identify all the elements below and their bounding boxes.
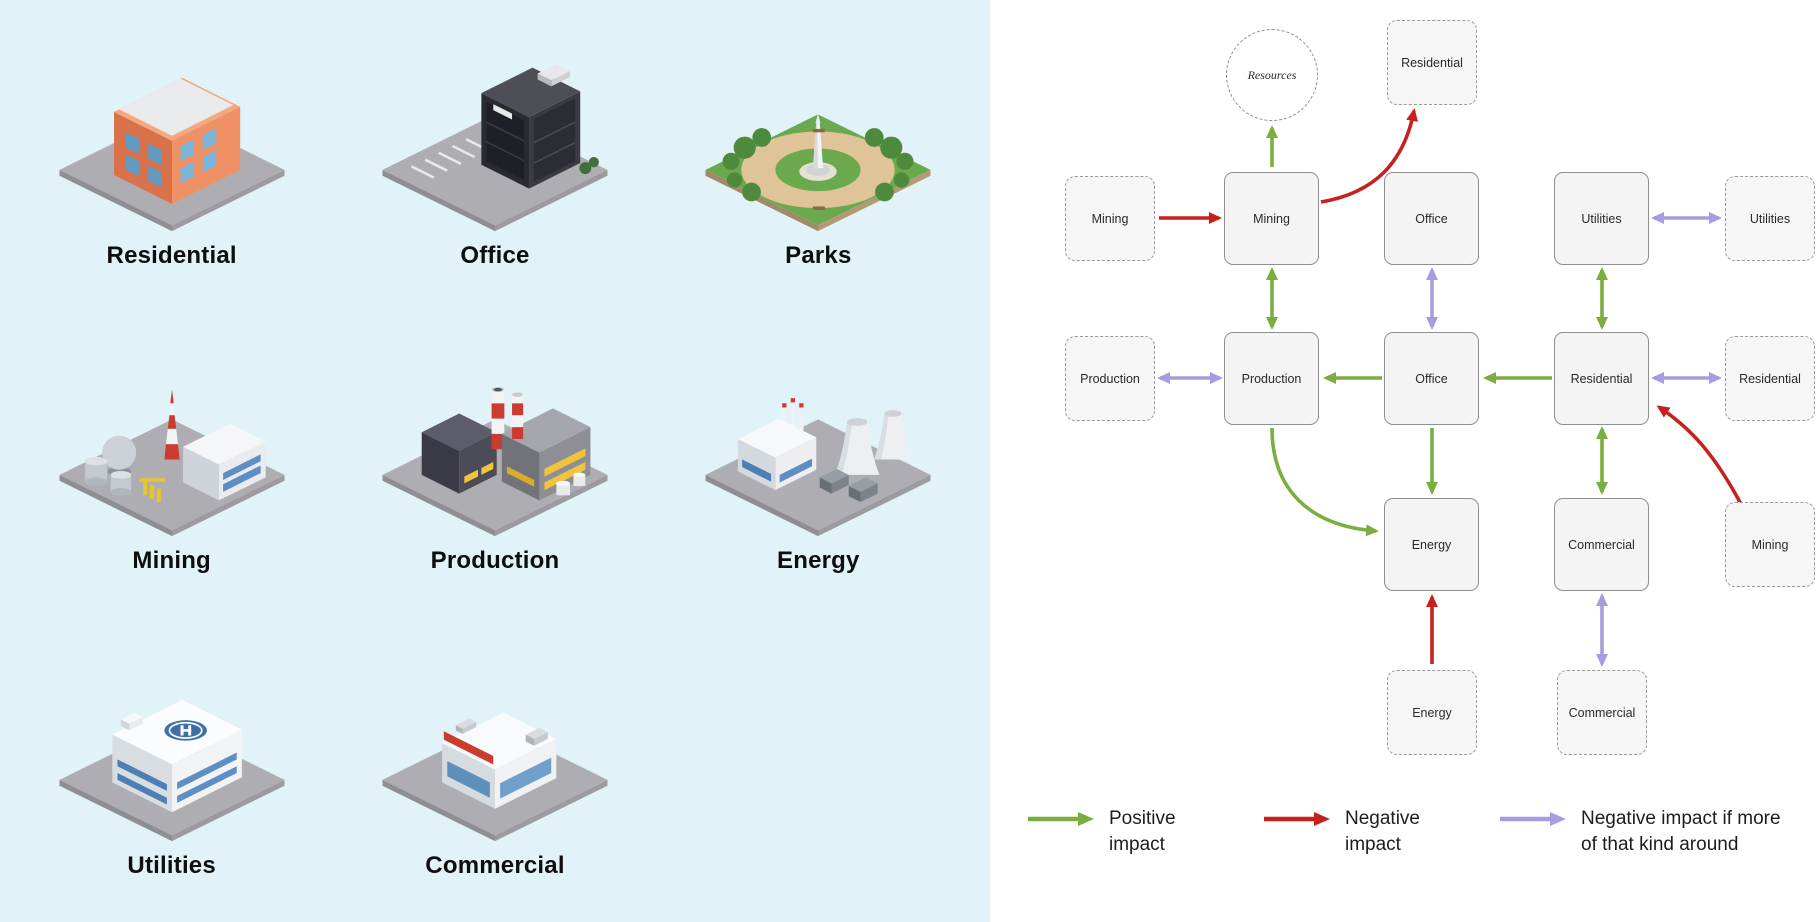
yellow-pipes	[139, 478, 165, 503]
building-label: Production	[430, 546, 560, 574]
utilities-illustration	[59, 699, 285, 841]
office-illustration	[382, 64, 608, 232]
diagram-node-residential: Residential	[1554, 332, 1649, 425]
legend-label: Negative impact	[1345, 808, 1420, 855]
stacks	[782, 398, 804, 433]
diagram-node-utilities: Utilities	[1554, 172, 1649, 265]
arrow-mining-to-residential-top	[1320, 108, 1418, 204]
front-tanks	[556, 472, 586, 496]
chimney-tall	[491, 387, 505, 450]
building-label: Office	[460, 242, 530, 270]
diagram-node-office-top: Office	[1384, 172, 1479, 265]
building-label: Utilities	[127, 851, 216, 879]
legend-positive: Positive impact	[1026, 806, 1219, 857]
legend-conditional: Negative impact if more of that kind aro…	[1498, 806, 1796, 857]
rooftop-units	[455, 718, 548, 746]
positive-arrow-icon	[1028, 812, 1094, 826]
building-label: Commercial	[425, 851, 565, 879]
building-tile-utilities: Utilities	[10, 613, 333, 918]
diagram-node-energy: Energy	[1384, 498, 1479, 591]
turbine-hall	[738, 418, 817, 491]
building-label: Residential	[106, 242, 237, 270]
mining-illustration	[59, 389, 285, 537]
building-tile-production: Production	[333, 309, 656, 614]
diagram-node-residential-ext: Residential	[1725, 336, 1815, 421]
building-tile-energy: Energy	[657, 309, 980, 614]
diagram-node-resources: Resources	[1226, 29, 1318, 121]
impact-diagram: Resources Residential Mining Mining Offi…	[990, 0, 1819, 922]
commercial-illustration	[382, 712, 608, 841]
trees	[722, 128, 914, 202]
diagram-node-commercial: Commercial	[1554, 498, 1649, 591]
residential-illustration	[59, 78, 285, 232]
building-label: Energy	[777, 546, 860, 574]
chimney-short	[512, 392, 524, 440]
energy-illustration	[705, 398, 931, 537]
impact-arrows	[1157, 108, 1743, 667]
diagram-node-mining: Mining	[1224, 172, 1319, 265]
benches	[813, 129, 826, 211]
cooling-towers	[835, 410, 913, 475]
building-gallery: Residential	[0, 0, 990, 922]
production-illustration	[382, 387, 608, 537]
building-tile-parks: Parks	[657, 4, 980, 309]
conditional-arrow-icon	[1500, 812, 1566, 826]
legend-label: Positive impact	[1109, 808, 1176, 855]
bushes	[579, 157, 599, 175]
house	[113, 78, 240, 205]
diagram-node-production-ext: Production	[1065, 336, 1155, 421]
diagram-node-residential-top: Residential	[1387, 20, 1477, 105]
parks-illustration	[705, 113, 931, 232]
building-tile-office: Office	[333, 4, 656, 309]
arrow-ext-mining-to-residential	[1656, 405, 1743, 505]
negative-arrow-icon	[1264, 812, 1330, 826]
diagram-node-energy-ext: Energy	[1387, 670, 1477, 755]
diagram-node-commercial-ext: Commercial	[1557, 670, 1647, 755]
plant-building	[182, 423, 266, 501]
building-tile-mining: Mining	[10, 309, 333, 614]
diagram-node-production: Production	[1224, 332, 1319, 425]
diagram-node-office: Office	[1384, 332, 1479, 425]
hospital-building-shape	[112, 699, 242, 812]
gray-building	[501, 408, 591, 501]
office-building-shape	[481, 64, 581, 189]
diagram-node-mining-ext-left: Mining	[1065, 176, 1155, 261]
building-label: Parks	[785, 242, 852, 270]
building-label: Mining	[132, 546, 211, 574]
arrow-production-to-energy	[1270, 427, 1379, 537]
diagram-node-mining-ext-right: Mining	[1725, 502, 1815, 587]
helipad	[163, 719, 207, 741]
shop-building-shape	[442, 712, 557, 809]
rooftop-unit	[120, 712, 143, 731]
building-tile-residential: Residential	[10, 4, 333, 309]
transformers	[820, 468, 878, 503]
building-tile-commercial: Commercial	[333, 613, 656, 918]
diagram-node-utilities-ext: Utilities	[1725, 176, 1815, 261]
dark-building	[421, 413, 497, 494]
tanks	[84, 435, 136, 496]
derrick-tower	[163, 389, 180, 460]
legend-label: Negative impact if more of that kind aro…	[1581, 808, 1781, 855]
legend-negative: Negative impact	[1262, 806, 1465, 857]
